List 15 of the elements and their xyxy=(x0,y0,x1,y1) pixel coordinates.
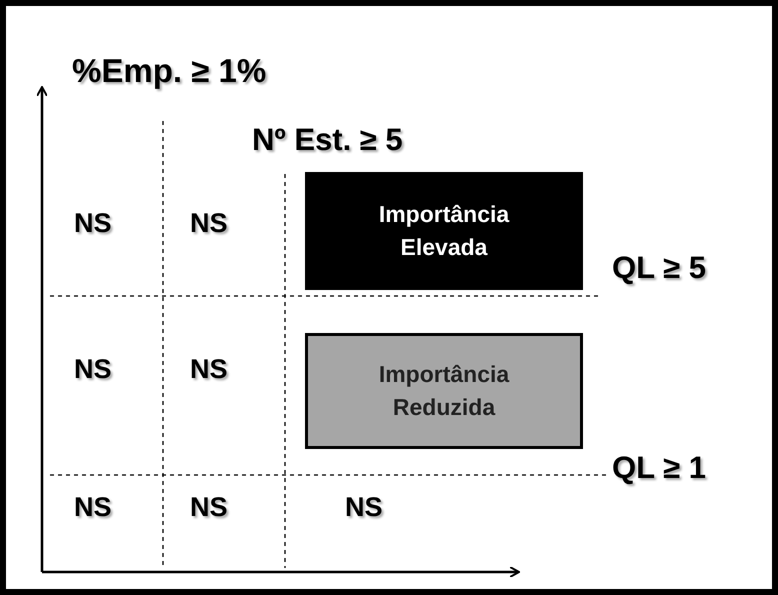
cell-label: NS xyxy=(345,494,383,521)
axis-label: Nº Est. ≥ 5 xyxy=(252,124,403,155)
axis-label: %Emp. ≥ 1% xyxy=(72,54,266,87)
cell-label: NS xyxy=(74,356,112,383)
cell-label: NS xyxy=(74,210,112,237)
category-box xyxy=(305,333,583,449)
box-label: Importância Reduzida xyxy=(378,360,510,422)
cell-label: NS xyxy=(190,494,228,521)
category-box xyxy=(305,172,583,290)
threshold-label: QL ≥ 5 xyxy=(612,252,706,283)
cell-label: NS xyxy=(190,210,228,237)
cell-label: NS xyxy=(74,494,112,521)
threshold-label: QL ≥ 1 xyxy=(612,452,706,483)
box-label: Importância Elevada xyxy=(378,200,510,262)
cell-label: NS xyxy=(190,356,228,383)
